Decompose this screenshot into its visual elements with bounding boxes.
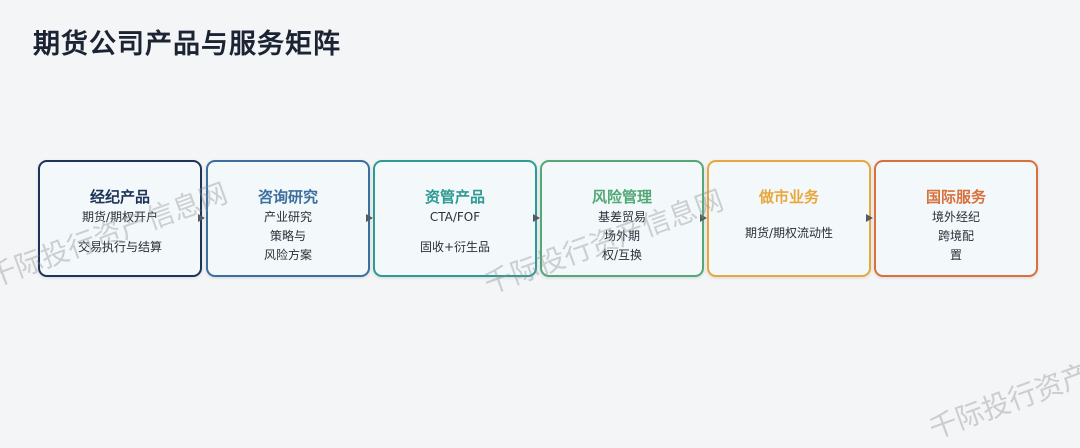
card-title: 国际服务 xyxy=(925,188,986,206)
card-title: 资管产品 xyxy=(424,188,485,206)
card-line: 场外期 xyxy=(603,229,640,243)
card-body: 期货/期权流动性 xyxy=(715,224,863,243)
card-line: 策略与 xyxy=(269,229,306,243)
card-body: 期货/期权开户 交易执行与结算 xyxy=(46,208,194,257)
card-body: CTA/FOF 固收+衍生品 xyxy=(381,208,529,257)
card-line xyxy=(46,227,194,238)
card-international[interactable]: 国际服务 境外经纪 跨境配 置 xyxy=(874,160,1038,277)
arrow-right-icon xyxy=(700,214,707,222)
arrow-right-icon xyxy=(198,214,205,222)
card-title: 做市业务 xyxy=(758,188,819,206)
card-line: 期货/期权开户 xyxy=(81,210,159,224)
card-market-making[interactable]: 做市业务 期货/期权流动性 xyxy=(707,160,871,277)
card-line: 权/互换 xyxy=(601,248,643,262)
card-title: 咨询研究 xyxy=(257,188,318,206)
card-body: 境外经纪 跨境配 置 xyxy=(882,208,1030,265)
card-line: 跨境配 xyxy=(937,229,974,243)
card-line: 置 xyxy=(949,248,962,262)
card-research[interactable]: 咨询研究 产业研究 策略与 风险方案 xyxy=(206,160,370,277)
card-line: 境外经纪 xyxy=(931,210,980,224)
page-title: 期货公司产品与服务矩阵 xyxy=(33,29,341,60)
arrow-right-icon xyxy=(533,214,540,222)
card-line: 产业研究 xyxy=(263,210,312,224)
card-body: 产业研究 策略与 风险方案 xyxy=(214,208,362,265)
card-asset-management[interactable]: 资管产品 CTA/FOF 固收+衍生品 xyxy=(373,160,537,277)
card-body: 基差贸易 场外期 权/互换 xyxy=(548,208,696,265)
card-risk-management[interactable]: 风险管理 基差贸易 场外期 权/互换 xyxy=(540,160,704,277)
arrow-right-icon xyxy=(366,214,373,222)
card-line: 固收+衍生品 xyxy=(419,240,491,254)
card-line: CTA/FOF xyxy=(429,210,481,224)
card-line: 期货/期权流动性 xyxy=(744,226,834,240)
card-line: 基差贸易 xyxy=(597,210,646,224)
card-title: 风险管理 xyxy=(591,188,652,206)
arrow-right-icon xyxy=(866,214,873,222)
card-line: 风险方案 xyxy=(263,248,312,262)
watermark-text: 千际投行资产信息网 xyxy=(924,328,1080,446)
card-line: 交易执行与结算 xyxy=(77,240,162,254)
card-line xyxy=(381,227,529,238)
card-brokerage[interactable]: 经纪产品 期货/期权开户 交易执行与结算 xyxy=(38,160,202,277)
card-title: 经纪产品 xyxy=(89,188,150,206)
